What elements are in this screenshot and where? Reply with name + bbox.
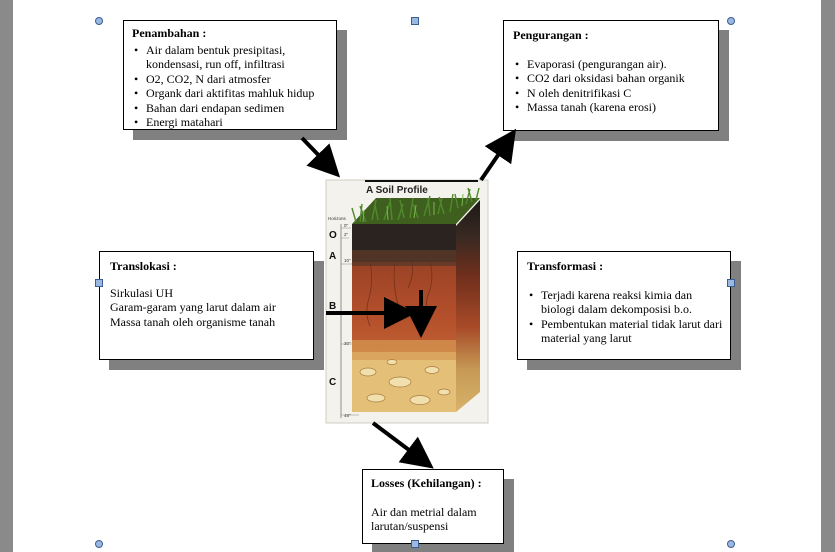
resize-handle[interactable]	[95, 279, 103, 287]
translokasi-box: Translokasi : Sirkulasi UH Garam-garam y…	[99, 251, 314, 360]
horizon-o-label: O	[329, 230, 337, 241]
list-item: Air dalam bentuk presipitasi, kondensasi…	[134, 43, 330, 72]
translokasi-title: Translokasi :	[110, 259, 177, 273]
losses-title: Losses (Kehilangan) :	[371, 476, 482, 490]
translokasi-line: Garam-garam yang larut dalam air	[110, 300, 276, 314]
translokasi-line: Sirkulasi UH	[110, 285, 173, 300]
resize-handle[interactable]	[727, 17, 735, 25]
losses-line: Air dan metrial dalam larutan/suspensi	[371, 504, 477, 534]
list-item: Pembentukan material tidak larut dari ma…	[529, 317, 724, 346]
list-item: Terjadi karena reaksi kimia dan biologi …	[529, 288, 724, 317]
resize-handle[interactable]	[727, 540, 735, 548]
horizon-a-label: A	[329, 251, 336, 262]
pengurangan-title: Pengurangan :	[513, 28, 589, 42]
transformasi-title: Transformasi :	[527, 259, 604, 273]
transformasi-list: Terjadi karena reaksi kimia dan biologi …	[527, 288, 724, 346]
list-item: Massa tanah (karena erosi)	[515, 100, 712, 115]
pengurangan-list: Evaporasi (pengurangan air). CO2 dari ok…	[513, 57, 712, 115]
translokasi-line: Massa tanah oleh organisme tanah	[110, 314, 276, 329]
penambahan-list: Air dalam bentuk presipitasi, kondensasi…	[132, 43, 330, 130]
pengurangan-box: Pengurangan : Evaporasi (pengurangan air…	[503, 20, 719, 131]
resize-handle[interactable]	[411, 17, 419, 25]
list-item: Evaporasi (pengurangan air).	[515, 57, 712, 72]
arrow-pengurangan	[479, 128, 517, 182]
horizon-c-label: C	[329, 377, 336, 388]
soil-block-side	[456, 200, 480, 412]
list-item: N oleh denitrifikasi C	[515, 86, 712, 101]
resize-handle[interactable]	[95, 17, 103, 25]
penambahan-box: Penambahan : Air dalam bentuk presipitas…	[123, 20, 337, 130]
list-item: Energi matahari	[134, 115, 330, 130]
list-item: O2, CO2, N dari atmosfer	[134, 72, 330, 87]
depth-label: 2"	[344, 232, 349, 237]
list-item: Bahan dari endapan sedimen	[134, 101, 330, 116]
resize-handle[interactable]	[727, 279, 735, 287]
arrow-penambahan	[300, 136, 341, 178]
resize-handle[interactable]	[95, 540, 103, 548]
depth-label: 0"	[344, 223, 349, 228]
horizon-b-label: B	[329, 301, 336, 312]
transformasi-box: Transformasi : Terjadi karena reaksi kim…	[517, 251, 731, 360]
arrow-losses	[371, 421, 434, 469]
penambahan-title: Penambahan :	[132, 26, 207, 40]
depth-label: 48"	[344, 413, 351, 418]
depth-label: 30"	[344, 341, 351, 346]
list-item: CO2 dari oksidasi bahan organik	[515, 71, 712, 86]
losses-box: Losses (Kehilangan) : Air dan metrial da…	[362, 469, 504, 544]
soil-profile-title: A Soil Profile	[366, 185, 428, 196]
resize-handle[interactable]	[411, 540, 419, 548]
horizons-label: Horizons	[328, 216, 347, 221]
depth-label: 10"	[344, 258, 351, 263]
list-item: Organk dari aktifitas mahluk hidup	[134, 86, 330, 101]
